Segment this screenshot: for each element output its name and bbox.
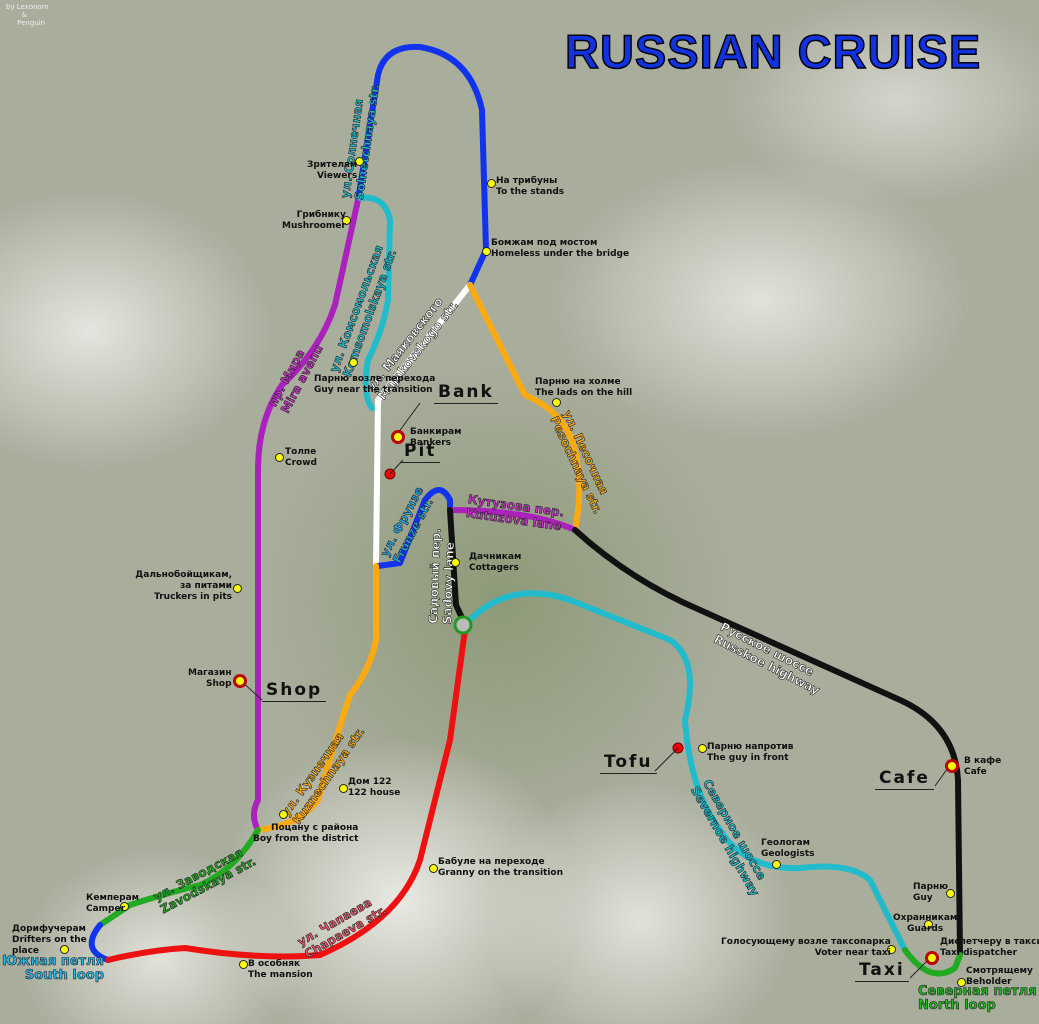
point-dot[interactable] xyxy=(355,157,364,166)
point-dot[interactable] xyxy=(120,902,129,911)
route-russkoe xyxy=(572,527,963,958)
route-south-loop xyxy=(88,922,111,963)
shop-marker[interactable] xyxy=(233,674,247,688)
route-solnetchnaya xyxy=(355,43,489,288)
route-severnoe xyxy=(467,590,908,953)
route-frunze xyxy=(375,487,453,569)
point-dot[interactable] xyxy=(342,216,351,225)
map-title: RUSSIAN CRUISE xyxy=(564,24,982,79)
route-chapaeva xyxy=(105,627,468,963)
route-north-loop xyxy=(902,947,963,977)
point-dot[interactable] xyxy=(887,945,896,954)
cafe-marker[interactable] xyxy=(945,759,959,773)
route-sadovy xyxy=(447,507,466,623)
point-dot[interactable] xyxy=(233,584,242,593)
street-label-sadovy: Садовый пер.Sadovy lane xyxy=(426,528,457,625)
place-taxi: Taxi xyxy=(855,960,909,982)
place-bank: Bank xyxy=(434,382,498,404)
point-dot[interactable] xyxy=(349,358,358,367)
point-dot[interactable] xyxy=(552,398,561,407)
taxi-marker[interactable] xyxy=(925,951,939,965)
point-dot[interactable] xyxy=(239,960,248,969)
point-dot[interactable] xyxy=(275,453,284,462)
point-dot[interactable] xyxy=(451,558,460,567)
point-dot[interactable] xyxy=(429,864,438,873)
point-dot[interactable] xyxy=(946,889,955,898)
point-dot[interactable] xyxy=(60,945,69,954)
route-mira xyxy=(251,197,361,833)
point-dot[interactable] xyxy=(772,860,781,869)
route-komsomolskaya xyxy=(357,194,393,411)
point-dot[interactable] xyxy=(487,179,496,188)
place-shop: Shop xyxy=(262,680,327,702)
point-dot[interactable] xyxy=(698,744,707,753)
route-kutuzova xyxy=(447,507,578,533)
place-tofu: Tofu xyxy=(600,752,657,774)
point-dot[interactable] xyxy=(482,247,491,256)
place-pit: Pit xyxy=(400,441,441,463)
point-dot[interactable] xyxy=(279,810,288,819)
route-majakovskogo xyxy=(373,282,473,568)
junction-circle xyxy=(453,615,473,635)
credit: by Lexonom & Penguin xyxy=(6,3,49,27)
place-cafe: Cafe xyxy=(875,768,934,790)
bank-marker[interactable] xyxy=(391,430,405,444)
point-dot[interactable] xyxy=(924,920,933,929)
route-kuznechnaya xyxy=(255,563,379,833)
point-dot[interactable] xyxy=(339,784,348,793)
route-zavodskaya xyxy=(97,827,261,928)
point-dot[interactable] xyxy=(957,978,966,987)
route-pesochnaya xyxy=(467,282,583,533)
